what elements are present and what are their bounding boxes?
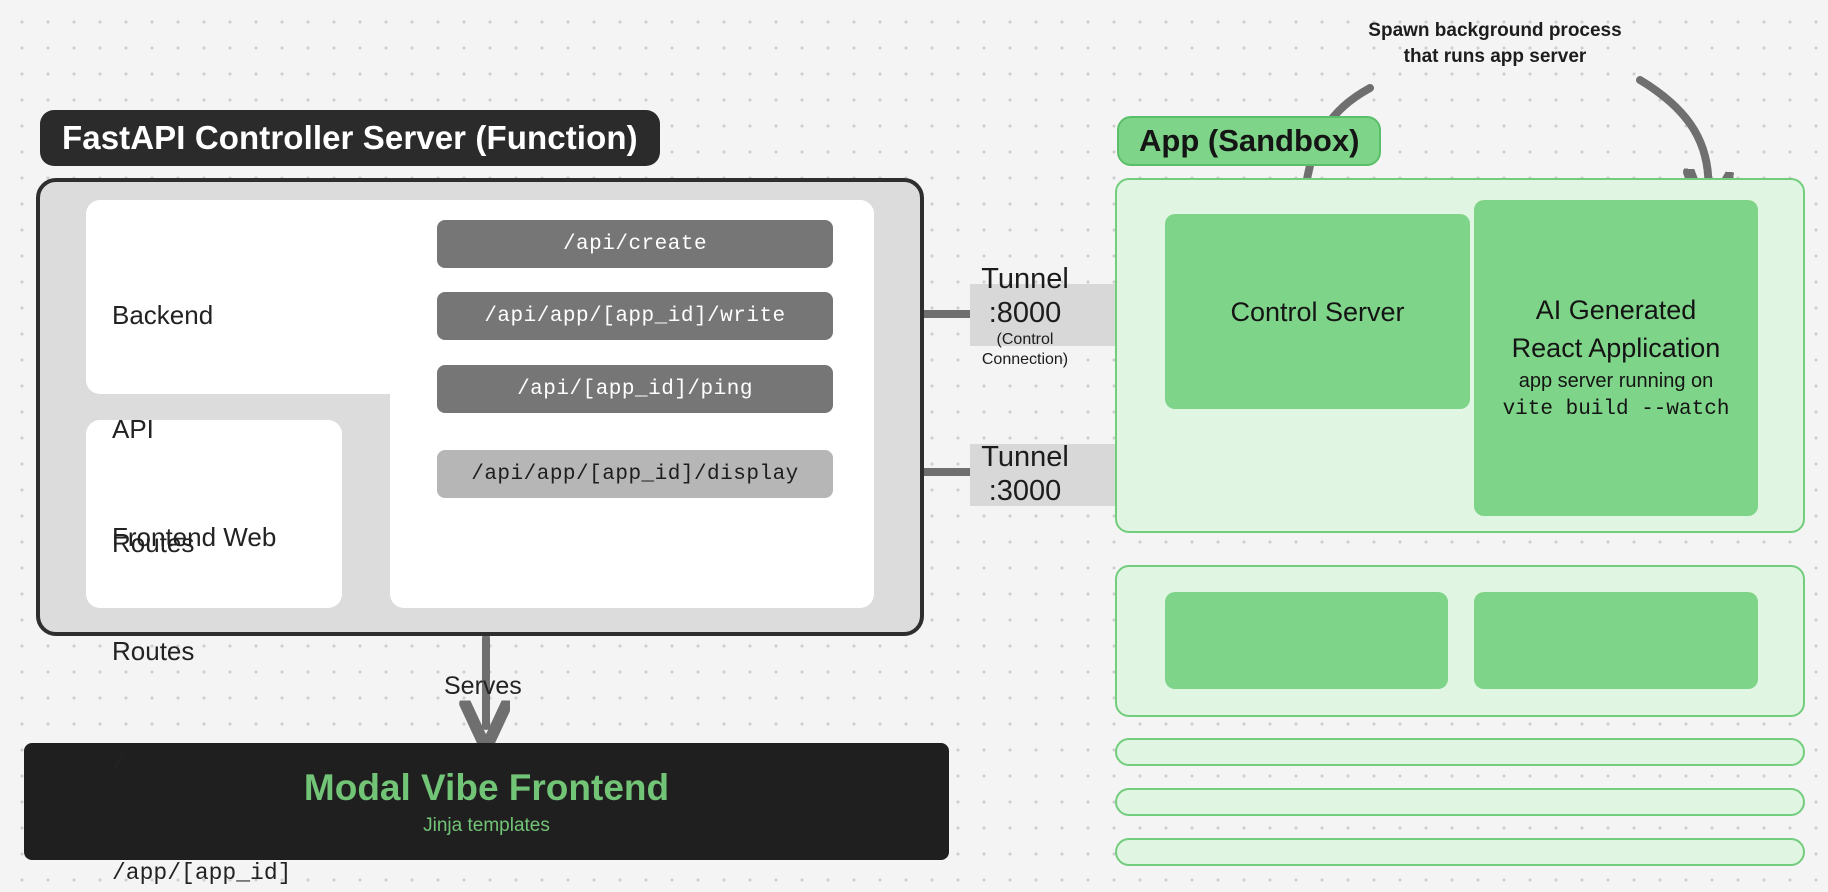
frontend-route-root: / — [112, 750, 126, 776]
tunnel-8000-port: :8000 — [988, 297, 1062, 329]
sandbox-placeholder-box-2 — [1474, 592, 1758, 689]
frontend-label-line-1: Frontend Web — [112, 522, 277, 552]
sandbox-strip-3 — [1115, 838, 1805, 866]
tunnel-8000-note-line-2: Connection) — [981, 351, 1069, 368]
backend-label-line-1: Backend — [112, 300, 214, 330]
backend-label-line-2: API — [112, 414, 154, 444]
route-chip-api-create[interactable]: /api/create — [437, 220, 833, 268]
frontend-route-app-id: /app/[app_id] — [112, 860, 292, 886]
ai-generated-react-app-box: AI Generated React Application app serve… — [1474, 200, 1758, 516]
route-chip-api-display[interactable]: /api/app/[app_id]/display — [437, 450, 833, 498]
react-app-subtitle: app server running on — [1518, 370, 1714, 392]
react-app-title-line-1: AI Generated — [1535, 295, 1697, 325]
tunnel-3000-port: :3000 — [988, 475, 1062, 507]
react-app-title-line-2: React Application — [1511, 333, 1721, 363]
spawn-process-annotation-line-2: that runs app server — [1403, 46, 1587, 67]
spawn-process-annotation-line-1: Spawn background process — [1368, 20, 1622, 41]
app-sandbox-badge: App (Sandbox) — [1117, 116, 1382, 166]
frontend-web-routes-label: Frontend Web Routes / /app/[app_id] — [112, 442, 291, 892]
modal-vibe-frontend-title: Modal Vibe Frontend — [303, 766, 670, 808]
spawn-process-annotation: Spawn background process that runs app s… — [1330, 18, 1660, 70]
frontend-label-line-2: Routes — [112, 636, 195, 666]
modal-vibe-frontend-subtitle: Jinja templates — [423, 814, 550, 836]
route-chip-api-write-label: /api/app/[app_id]/write — [484, 304, 786, 328]
control-server-box: Control Server — [1165, 214, 1470, 409]
tunnel-3000: Tunnel :3000 — [955, 440, 1095, 508]
route-chip-api-ping[interactable]: /api/[app_id]/ping — [437, 365, 833, 413]
tunnel-8000: Tunnel :8000 (Control Connection) — [955, 262, 1095, 370]
route-chip-api-create-label: /api/create — [562, 232, 708, 256]
route-chip-api-write[interactable]: /api/app/[app_id]/write — [437, 292, 833, 340]
fastapi-controller-badge: FastAPI Controller Server (Function) — [40, 110, 660, 166]
modal-vibe-frontend-card: Modal Vibe Frontend Jinja templates — [24, 743, 949, 860]
fastapi-controller-badge-label: FastAPI Controller Server (Function) — [62, 119, 638, 156]
react-app-build-command: vite build --watch — [1502, 398, 1730, 421]
route-chip-api-display-label: /api/app/[app_id]/display — [471, 462, 799, 486]
app-sandbox-badge-label: App (Sandbox) — [1139, 123, 1360, 158]
backend-label-line-3: Routes — [112, 528, 195, 558]
sandbox-placeholder-box-1 — [1165, 592, 1448, 689]
backend-api-routes-label: Backend API Routes — [112, 220, 213, 638]
sandbox-strip-1 — [1115, 738, 1805, 766]
tunnel-8000-title: Tunnel — [981, 263, 1069, 295]
sandbox-strip-2 — [1115, 788, 1805, 816]
tunnel-3000-title: Tunnel — [981, 441, 1069, 473]
route-chip-api-ping-label: /api/[app_id]/ping — [517, 377, 753, 401]
control-server-title: Control Server — [1230, 296, 1405, 327]
serves-label: Serves — [444, 672, 522, 700]
tunnel-8000-note-line-1: (Control — [996, 331, 1054, 348]
